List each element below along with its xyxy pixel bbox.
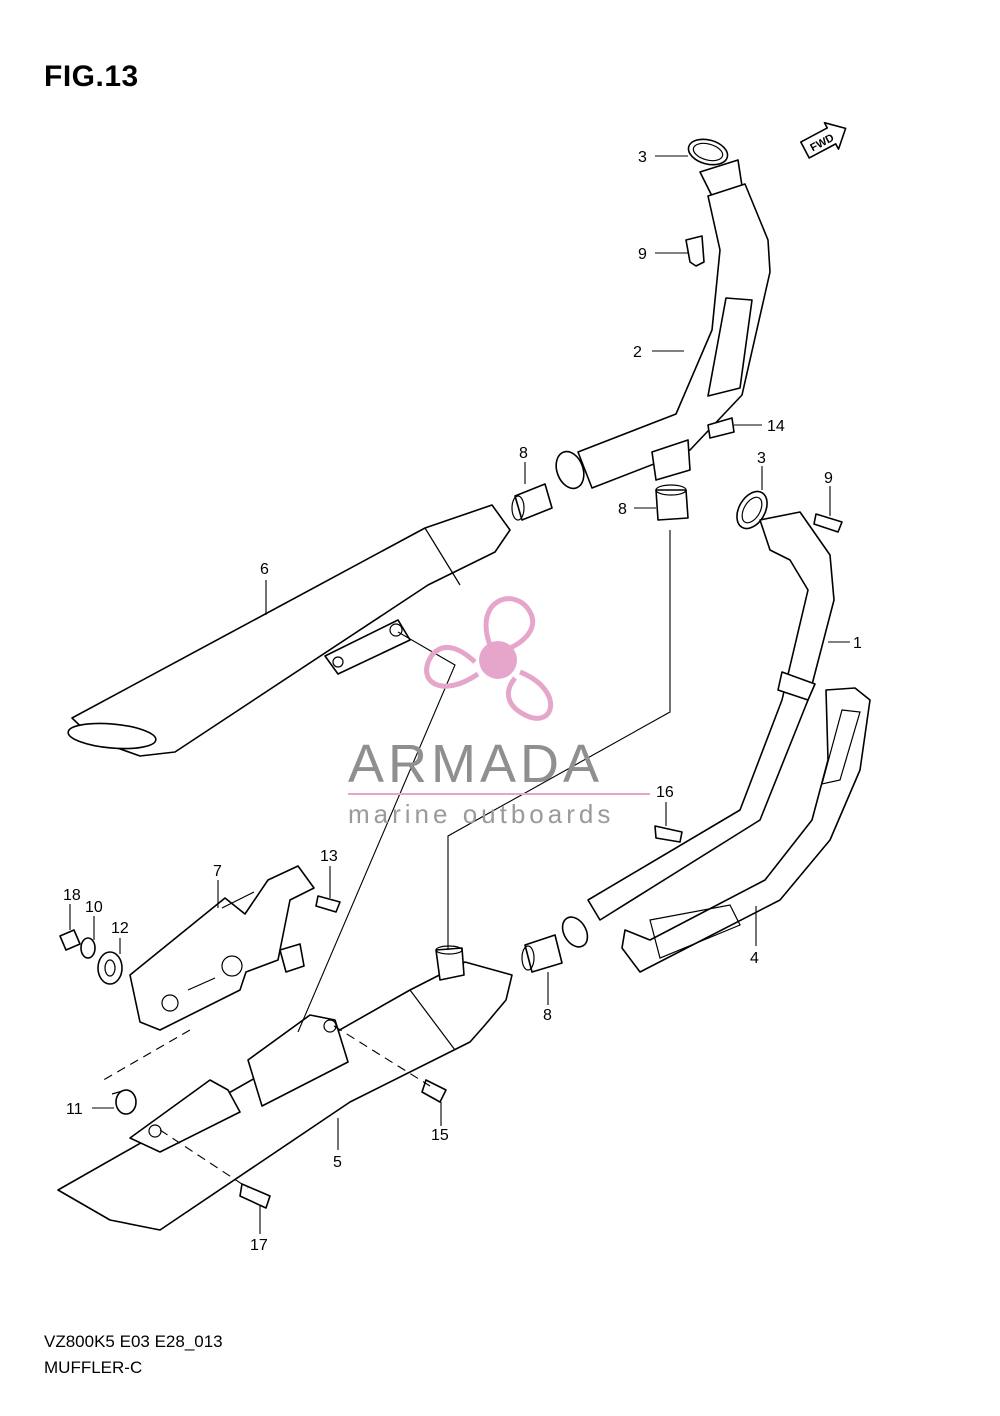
figure-title: FIG.13 [44, 60, 139, 93]
callout-12: 12 [111, 920, 129, 937]
collar-11[interactable] [111, 1089, 137, 1115]
front-exhaust-pipe[interactable] [551, 159, 771, 492]
bolt-15[interactable] [421, 1079, 447, 1103]
callout-8-middle: 8 [618, 501, 627, 518]
propeller-logo-icon [424, 596, 554, 721]
bolt-16[interactable] [654, 825, 683, 843]
callout-8-upper: 8 [519, 445, 528, 462]
callout-5: 5 [333, 1154, 342, 1171]
washer-10[interactable] [80, 937, 96, 959]
callout-9-upper: 9 [638, 246, 647, 263]
model-code: VZ800K5 E03 E28_013 [44, 1332, 223, 1351]
upper-muffler[interactable] [67, 504, 511, 757]
heat-shield[interactable] [621, 687, 871, 973]
bolt-9-upper[interactable] [685, 235, 705, 267]
watermark-tagline: marine outboards [348, 799, 614, 829]
bolt-14[interactable] [707, 417, 735, 439]
lower-muffler[interactable] [57, 945, 513, 1231]
armada-watermark: ARMADA marine outboards [348, 596, 650, 829]
callout-9-rear: 9 [824, 470, 833, 487]
callout-13: 13 [320, 848, 338, 865]
callout-leaders [69, 155, 850, 1234]
section-name: MUFFLER-C [44, 1358, 143, 1377]
fwd-arrow-icon: FWD [799, 121, 847, 159]
callout-18: 18 [63, 887, 81, 904]
gasket-upper[interactable] [686, 135, 731, 169]
callout-15: 15 [431, 1127, 449, 1144]
nut-18[interactable] [59, 929, 81, 951]
joint-gasket-8a[interactable] [511, 483, 553, 521]
callout-16: 16 [656, 784, 674, 801]
joint-gasket-8c[interactable] [521, 934, 563, 973]
callout-17: 17 [250, 1237, 268, 1254]
muffler-bracket[interactable] [129, 865, 315, 1031]
bolt-13[interactable] [315, 895, 341, 913]
joint-gasket-8b[interactable] [655, 484, 689, 521]
callout-4: 4 [750, 950, 759, 967]
callout-2: 2 [633, 344, 642, 361]
callout-3-upper: 3 [638, 149, 647, 166]
callout-3-rear: 3 [757, 450, 766, 467]
callout-14: 14 [767, 418, 785, 435]
bolt-17[interactable] [239, 1183, 271, 1209]
callout-11: 11 [66, 1101, 83, 1118]
assembly-lines [99, 530, 671, 1189]
watermark-brand: ARMADA [348, 734, 603, 794]
callout-1: 1 [853, 635, 862, 652]
callout-6: 6 [260, 561, 269, 578]
bolt-9-rear[interactable] [813, 513, 843, 533]
gasket-rear[interactable] [731, 486, 774, 534]
callout-7: 7 [213, 863, 222, 880]
grommet-12[interactable] [97, 951, 123, 985]
rear-exhaust-pipe[interactable] [557, 511, 835, 951]
callout-8-lower: 8 [543, 1007, 552, 1024]
callout-10: 10 [85, 899, 103, 916]
callout-labels: 3 9 2 14 8 3 9 8 6 1 16 13 7 18 10 12 4 … [63, 149, 862, 1254]
